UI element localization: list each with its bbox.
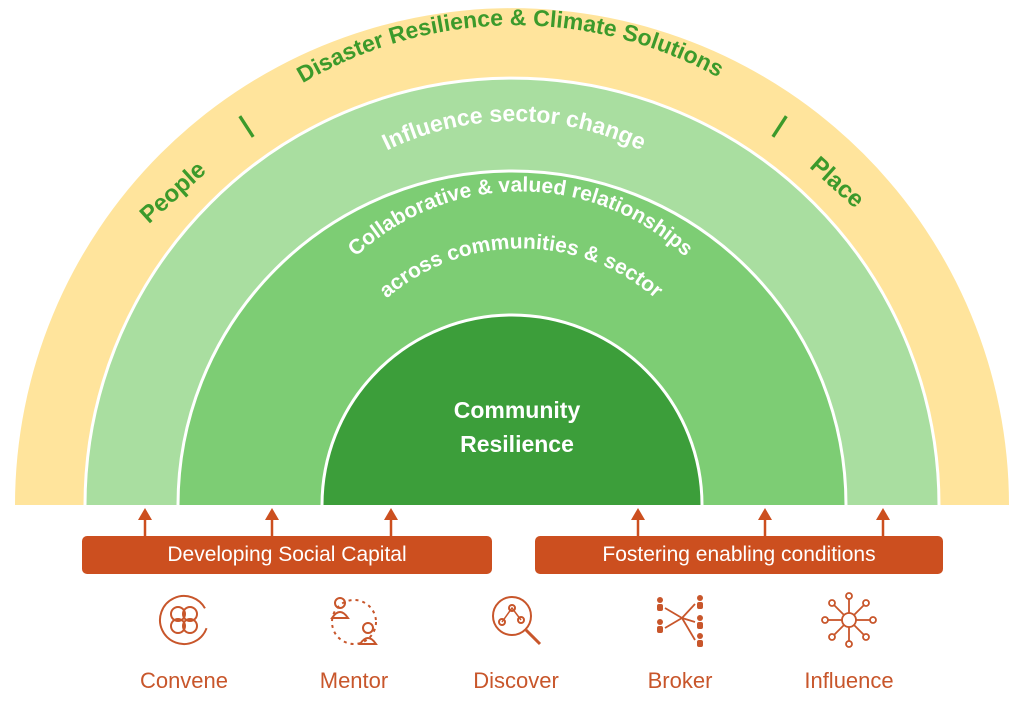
band-border	[176, 169, 848, 506]
fostering-enabling-conditions-label: Fostering enabling conditions	[602, 543, 876, 566]
developing-social-capital-label: Developing Social Capital	[167, 543, 407, 566]
band-border	[320, 313, 704, 506]
activity-mentor: Mentor	[279, 592, 429, 694]
activity-label: Mentor	[319, 668, 389, 693]
band-border	[83, 76, 941, 506]
activity-label: Broker	[647, 668, 713, 693]
broker-icon	[657, 595, 703, 647]
developing-social-capital-bar: Developing Social Capital	[82, 536, 492, 574]
core-title-line1: Community	[454, 397, 581, 423]
activity-label: Discover	[473, 668, 559, 693]
activity-convene: Convene	[109, 592, 259, 694]
activity-broker: Broker	[605, 592, 755, 694]
discover-icon	[492, 596, 542, 646]
activity-influence: Influence	[774, 592, 924, 694]
core-circle	[322, 315, 702, 505]
mentor-icon	[330, 597, 378, 645]
influence-icon	[821, 592, 877, 648]
core-title-line2: Resilience	[460, 431, 574, 457]
activity-label: Influence	[804, 668, 894, 693]
convene-icon	[159, 595, 209, 645]
activity-label: Convene	[139, 668, 229, 693]
fostering-enabling-conditions-bar: Fostering enabling conditions	[535, 536, 943, 574]
activity-discover: Discover	[441, 592, 591, 694]
